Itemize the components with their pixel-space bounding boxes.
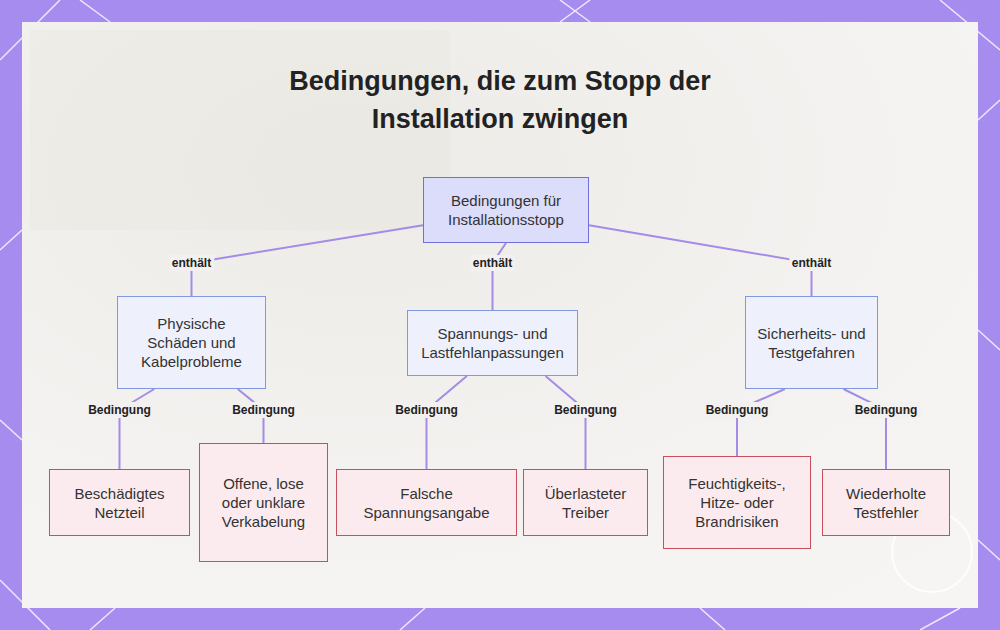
condition-box: Falsche Spannungsangabe xyxy=(336,469,517,536)
node-text: Spannungs- und Lastfehlanpassungen xyxy=(416,324,569,362)
node-text: Überlasteter Treiber xyxy=(532,484,639,522)
node-text: Sicherheits- und Testgefahren xyxy=(754,324,869,362)
condition-box: Beschädigtes Netzteil xyxy=(49,469,190,536)
category-box: Physische Schäden und Kabelprobleme xyxy=(117,296,266,389)
node-text: Offene, lose oder unklare Verkabelung xyxy=(208,474,319,531)
connector-line xyxy=(120,389,155,469)
node-text: Beschädigtes Netzteil xyxy=(58,484,181,522)
condition-box: Offene, lose oder unklare Verkabelung xyxy=(199,443,328,562)
connector-line xyxy=(843,389,886,469)
edge-label: Bedingung xyxy=(852,402,921,418)
category-box: Sicherheits- und Testgefahren xyxy=(745,296,878,389)
root-box: Bedingungen für Installationsstopp xyxy=(423,177,589,243)
edge-label: Bedingung xyxy=(392,402,461,418)
node-text: Falsche Spannungsangabe xyxy=(345,484,508,522)
node-text: Bedingungen für Installationsstopp xyxy=(432,191,580,229)
connector-line xyxy=(546,376,586,469)
node-text: Physische Schäden und Kabelprobleme xyxy=(126,314,257,371)
condition-box: Feuchtigkeits-, Hitze- oder Brandrisiken xyxy=(663,456,811,549)
edge-label: Bedingung xyxy=(703,402,772,418)
connector-line xyxy=(737,389,785,456)
edge-label: Bedingung xyxy=(85,402,154,418)
edge-label: enthält xyxy=(789,255,834,271)
edge-label: Bedingung xyxy=(229,402,298,418)
node-text: Feuchtigkeits-, Hitze- oder Brandrisiken xyxy=(672,474,802,531)
condition-box: Überlasteter Treiber xyxy=(523,469,648,536)
connector-line xyxy=(192,225,424,296)
category-box: Spannungs- und Lastfehlanpassungen xyxy=(407,310,578,376)
connector-line xyxy=(427,376,467,469)
edge-label: enthält xyxy=(470,255,515,271)
condition-box: Wiederholte Testfehler xyxy=(822,469,950,536)
connector-line xyxy=(589,225,812,296)
node-text: Wiederholte Testfehler xyxy=(831,484,941,522)
edge-label: enthält xyxy=(169,255,214,271)
connector-line xyxy=(493,243,507,310)
diagram-title: Bedingungen, die zum Stopp der Installat… xyxy=(240,62,760,138)
edge-label: Bedingung xyxy=(551,402,620,418)
